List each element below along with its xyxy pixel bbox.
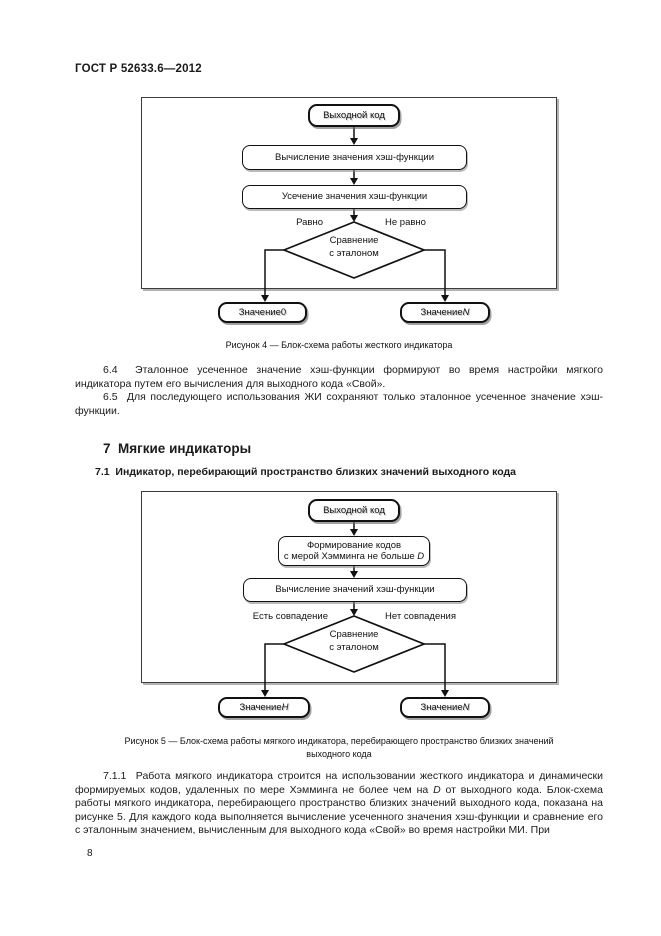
start-node: Выходной код [308, 104, 400, 127]
branch-line-right [424, 249, 446, 296]
branch-label-right: Не равно [385, 217, 426, 228]
paragraph-6-5: 6.5 Для последующего использования ЖИ со… [75, 391, 603, 417]
process-node: Вычисление значения хэш-функции [242, 145, 467, 170]
branch-label-left: Есть совпадение [252, 611, 328, 622]
decision-line-2: с эталоном [329, 247, 379, 259]
arrowhead [441, 690, 449, 697]
result-right-value: N [462, 306, 470, 318]
start-node: Выходной код [308, 499, 400, 522]
page-header-title: ГОСТ Р 52633.6—2012 [75, 63, 202, 75]
process-line-2-var: D [417, 551, 425, 562]
decision-node-label: Сравнение с эталоном [284, 235, 424, 260]
process-line-2: с мерой Хэмминга не больше D [284, 551, 424, 563]
figure-4-connectors [261, 127, 449, 302]
branch-label-right: Нет совпадения [385, 611, 456, 622]
paragraph-7-1-1-part2: от выходного кода. Блок-схема работы мяг… [75, 783, 603, 837]
result-left-value: 0 [280, 306, 287, 318]
branch-label-left: Равно [296, 217, 323, 228]
result-node-right: Значение N [400, 302, 490, 323]
arrowhead [261, 295, 269, 302]
figure-5-caption-text: Рисунок 5 — Блок-схема работы мягкого ин… [124, 736, 554, 759]
process-node-label: Вычисление значения хэш-функции [274, 151, 435, 163]
process-node-label: Усечение значения хэш-функции [281, 191, 428, 203]
arrowhead [350, 609, 358, 616]
branch-line-left [264, 249, 284, 296]
result-left-label: Значение [239, 701, 282, 713]
paragraph-7-1-1-part1: 7.1.1 Работа мягкого индикатора строится… [75, 770, 603, 796]
result-right-label: Значение [420, 701, 463, 713]
result-right-value: N [462, 701, 470, 713]
start-node-label: Выходной код [323, 109, 385, 121]
figure-4-flowchart: Выходной код Вычисление значения хэш-фун… [141, 97, 557, 327]
branch-line-right [424, 643, 446, 691]
page-number: 8 [87, 848, 93, 859]
arrowhead [350, 138, 358, 145]
result-node-right: Значение N [400, 697, 490, 718]
figure-5-connectors [261, 522, 449, 697]
arrowhead [350, 215, 358, 222]
paragraph-6-4: 6.4 Эталонное усеченное значение хэш-фун… [75, 364, 603, 390]
section-7-heading: 7 Мягкие индикаторы [103, 441, 252, 456]
arrowhead [441, 295, 449, 302]
figure-4-caption: Рисунок 4 — Блок-схема работы жесткого и… [225, 340, 453, 350]
result-node-left: Значение 0 [218, 302, 307, 323]
figure-5-caption: Рисунок 5 — Блок-схема работы мягкого ин… [75, 735, 603, 761]
arrowhead [261, 690, 269, 697]
arrowhead [350, 529, 358, 536]
result-left-value: H [281, 701, 289, 713]
process-line-1: Формирование кодов [306, 539, 402, 551]
result-right-label: Значение [420, 306, 463, 318]
decision-line-2: с эталоном [329, 641, 379, 653]
start-node-label: Выходной код [323, 504, 385, 516]
process-node: Вычисление значений хэш-функции [243, 578, 467, 602]
arrowhead [350, 178, 358, 185]
decision-line-1: Сравнение [329, 235, 379, 246]
result-node-left: Значение H [218, 697, 310, 718]
paragraph-7-1-1: 7.1.1 Работа мягкого индикатора строится… [75, 770, 603, 838]
decision-line-1: Сравнение [329, 629, 379, 640]
process-node-label: Вычисление значений хэш-функции [275, 584, 435, 596]
branch-line-left [264, 643, 284, 691]
process-line-2-text: с мерой Хэмминга не больше [283, 551, 418, 562]
process-node: Усечение значения хэш-функции [242, 185, 467, 209]
decision-node-label: Сравнение с эталоном [284, 629, 424, 654]
paragraph-7-1-1-var: D [433, 783, 441, 796]
arrowhead [350, 571, 358, 578]
result-left-label: Значение [238, 306, 281, 318]
section-7-1-heading: 7.1 Индикатор, перебирающий пространство… [95, 466, 517, 478]
